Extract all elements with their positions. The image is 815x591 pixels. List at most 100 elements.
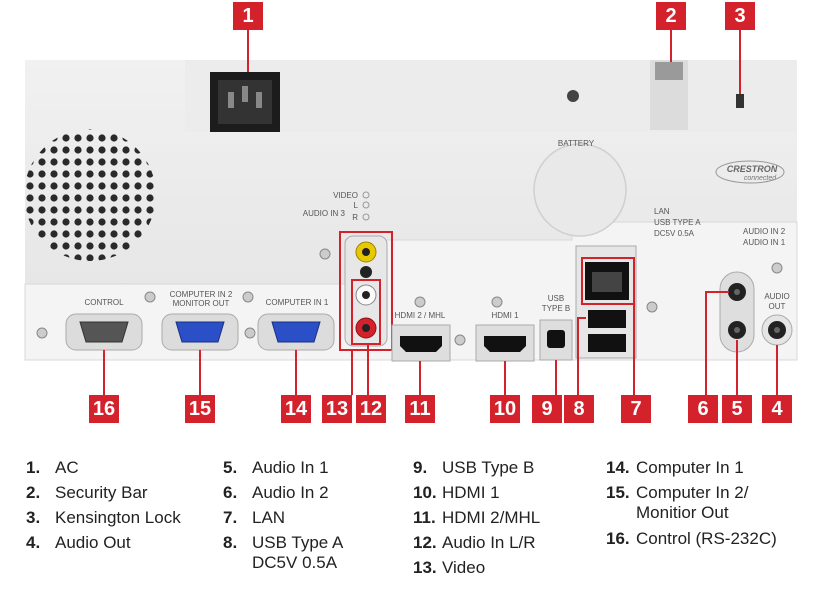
legend-number: 4. bbox=[26, 533, 41, 552]
legend-item: 1.AC bbox=[26, 455, 181, 480]
panel-screws bbox=[36, 248, 658, 346]
legend-number: 5. bbox=[223, 458, 238, 477]
legend-item: 2. Security Bar bbox=[26, 480, 181, 505]
audio-in1-jack bbox=[728, 321, 746, 339]
legend-item: 16. Control (RS-232C) bbox=[606, 523, 777, 551]
r-label: R bbox=[352, 213, 358, 222]
legend-text: Audio Out bbox=[55, 533, 131, 552]
lan-label: LAN bbox=[654, 207, 670, 216]
hdmi2-port bbox=[400, 336, 442, 352]
hdmi2-label: HDMI 2 / MHL bbox=[395, 311, 446, 320]
legend-text: Computer In 2/Monitior Out bbox=[636, 483, 748, 523]
legend-number: 9. bbox=[413, 458, 428, 477]
svg-text:14: 14 bbox=[285, 398, 308, 420]
svg-text:7: 7 bbox=[630, 398, 641, 420]
legend-number: 15. bbox=[606, 483, 630, 502]
legend-text: Computer In 1 bbox=[636, 458, 744, 477]
brand-logo-text: CRESTRON bbox=[727, 164, 778, 174]
callout-leader-lines bbox=[103, 291, 778, 395]
l-label: L bbox=[354, 201, 359, 210]
legend-text: Security Bar bbox=[55, 483, 148, 502]
badge-11: 11 bbox=[405, 395, 435, 423]
indicator-dots-av bbox=[362, 191, 370, 221]
computer-in2-port bbox=[161, 313, 239, 351]
upper-housing bbox=[185, 60, 797, 132]
callout-box-13 bbox=[339, 231, 393, 351]
audio-r-jack bbox=[355, 317, 377, 339]
security-bar bbox=[650, 60, 688, 130]
legend-item: 11. HDMI 2/MHL bbox=[413, 505, 540, 530]
audio-in2-jack bbox=[728, 283, 746, 301]
legend-text-line-1: USB Type A bbox=[252, 533, 344, 552]
screw-icon bbox=[771, 262, 783, 274]
svg-text:8: 8 bbox=[573, 398, 584, 420]
legend-column-4: 14.Computer In 1 15. Computer In 2/Moniti… bbox=[606, 455, 777, 551]
brand-logo-ring bbox=[715, 160, 785, 184]
type-b-label: TYPE B bbox=[542, 304, 570, 313]
legend-item: 7. LAN bbox=[223, 505, 343, 530]
usb-a-port-top bbox=[588, 310, 626, 328]
legend-number: 10. bbox=[413, 483, 437, 502]
audio-out-label-2: OUT bbox=[769, 302, 786, 311]
legend-text: Audio In 2 bbox=[252, 483, 329, 502]
badge-2: 2 bbox=[656, 2, 686, 30]
audio-in1-label: AUDIO IN 1 bbox=[743, 238, 786, 247]
legend-number: 7. bbox=[223, 508, 238, 527]
badge-9: 9 bbox=[532, 395, 562, 423]
badge-15: 15 bbox=[185, 395, 215, 423]
audio-l-jack bbox=[355, 284, 377, 306]
legend-number: 16. bbox=[606, 529, 630, 548]
battery-cover bbox=[533, 143, 627, 237]
svg-text:5: 5 bbox=[731, 398, 742, 420]
badge-14: 14 bbox=[281, 395, 311, 423]
legend-item: 14.Computer In 1 bbox=[606, 455, 777, 480]
badge-12: 12 bbox=[356, 395, 386, 423]
legend-number: 8. bbox=[223, 533, 238, 552]
legend-item: 3.Kensington Lock bbox=[26, 505, 181, 530]
badge-13: 13 bbox=[322, 395, 352, 423]
ac-inlet bbox=[210, 72, 280, 132]
legend-number: 2. bbox=[26, 483, 41, 502]
legend-text: LAN bbox=[252, 508, 286, 527]
computer-in1-port bbox=[257, 313, 335, 351]
legend-item: 15. Computer In 2/Monitior Out bbox=[606, 480, 777, 523]
legend-item: 10. HDMI 1 bbox=[413, 480, 540, 505]
legend-column-1: 1.AC 2. Security Bar 3.Kensington Lock 4.… bbox=[26, 455, 181, 555]
usb-a-port-bottom bbox=[588, 334, 626, 352]
badge-1: 1 bbox=[233, 2, 263, 30]
legend-text: Control (RS-232C) bbox=[636, 529, 777, 548]
legend-number: 3. bbox=[26, 508, 41, 527]
audio-out-label-1: AUDIO bbox=[764, 292, 789, 301]
kensington-lock bbox=[736, 94, 744, 108]
legend-text: HDMI 2/MHL bbox=[442, 508, 541, 527]
legend-text-line-2: Monitior Out bbox=[636, 503, 729, 522]
svg-text:6: 6 bbox=[697, 398, 708, 420]
svg-text:16: 16 bbox=[93, 398, 115, 420]
legend-number: 1. bbox=[26, 458, 41, 477]
legend-item: 13.Video bbox=[413, 555, 540, 580]
legend-text: Audio In 1 bbox=[252, 458, 329, 477]
usb-b-port bbox=[547, 330, 565, 348]
badge-7: 7 bbox=[621, 395, 651, 423]
callout-box-7 bbox=[581, 257, 635, 305]
badge-3: 3 bbox=[725, 2, 755, 30]
badge-8: 8 bbox=[564, 395, 594, 423]
monitor-out-label: MONITOR OUT bbox=[173, 299, 230, 308]
audio-out-jack bbox=[761, 314, 793, 346]
legend-number: 13. bbox=[413, 558, 437, 577]
svg-text:2: 2 bbox=[665, 5, 676, 27]
svg-text:1: 1 bbox=[242, 5, 253, 27]
legend-number: 11. bbox=[413, 508, 436, 527]
screw-hole bbox=[567, 90, 579, 102]
badge-5: 5 bbox=[722, 395, 752, 423]
audio-in3-label: AUDIO IN 3 bbox=[303, 209, 346, 218]
control-port bbox=[65, 313, 143, 351]
svg-text:11: 11 bbox=[409, 398, 430, 420]
lan-port-inner bbox=[592, 272, 622, 292]
legend-text: HDMI 1 bbox=[442, 483, 500, 502]
hdmi1-label: HDMI 1 bbox=[491, 311, 519, 320]
callout-box-12 bbox=[351, 279, 381, 345]
audio-in2-label: AUDIO IN 2 bbox=[743, 227, 786, 236]
badge-16: 16 bbox=[89, 395, 119, 423]
